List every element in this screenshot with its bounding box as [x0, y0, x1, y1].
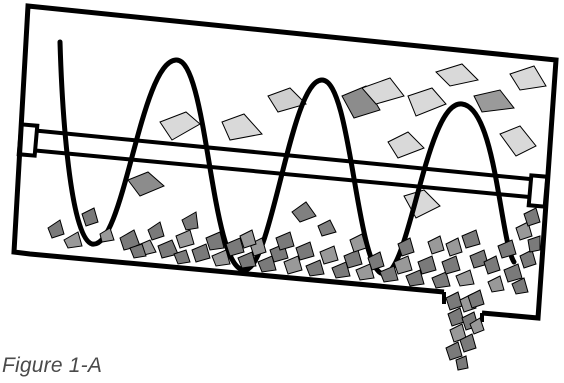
housing-outline: [11, 3, 559, 321]
bulk-material-pile: [47, 207, 541, 295]
light-material-flakes: [127, 63, 547, 237]
figure-caption: Figure 1-A: [2, 354, 103, 377]
discharged-material: [445, 289, 485, 371]
